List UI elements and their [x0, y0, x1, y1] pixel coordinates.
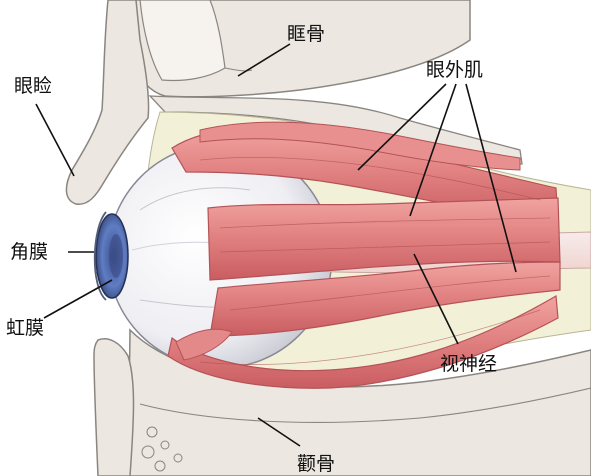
label-iris: 虹膜 [6, 317, 44, 339]
eyelid-upper [65, 0, 150, 205]
label-temporal-bone: 颧骨 [297, 453, 335, 475]
label-cornea: 角膜 [10, 241, 48, 263]
eyelid-lower [93, 338, 135, 476]
label-extraocular-muscles: 眼外肌 [426, 59, 483, 81]
label-orbital-bone: 眶骨 [287, 23, 325, 45]
iris [95, 213, 129, 299]
levator-muscle [199, 121, 521, 171]
leader-lines [35, 43, 517, 447]
inferior-oblique-tendon [175, 328, 233, 361]
label-optic-nerve: 视神经 [440, 353, 497, 375]
cornea [93, 211, 107, 301]
label-eyelid: 眼睑 [14, 75, 52, 97]
extraocular-muscle-inferior [209, 261, 561, 337]
inferior-oblique-muscle [167, 295, 559, 389]
muscle-fibers [199, 157, 551, 365]
